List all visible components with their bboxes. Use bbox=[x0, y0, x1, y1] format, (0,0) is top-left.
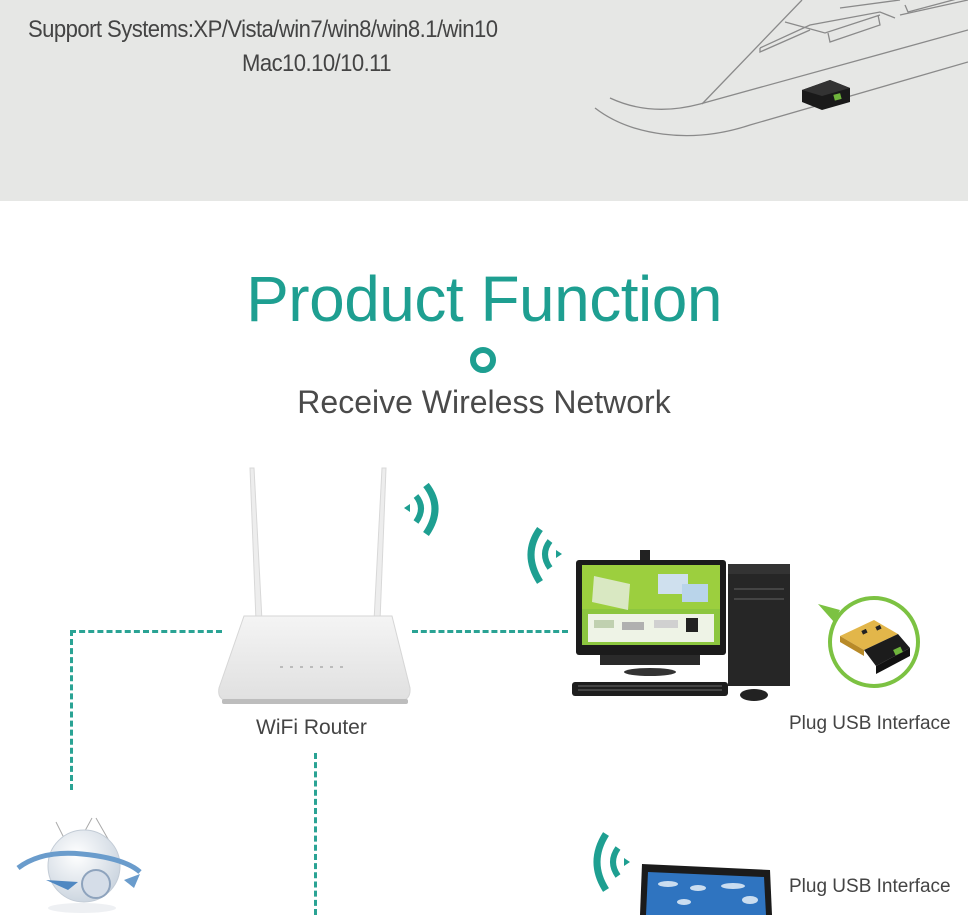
wifi-signal-icon bbox=[400, 482, 446, 540]
internet-globe-icon bbox=[12, 808, 148, 915]
desktop-usb-label: Plug USB Interface bbox=[789, 713, 951, 734]
support-systems-mac-text: Mac10.10/10.11 bbox=[242, 50, 392, 77]
laptop-usb-label: Plug USB Interface bbox=[789, 876, 951, 897]
laptop-icon bbox=[638, 862, 776, 915]
usb-adapter-callout bbox=[816, 592, 928, 692]
desktop-pc-icon bbox=[570, 550, 798, 705]
support-systems-banner: Support Systems:XP/Vista/win7/win8/win8.… bbox=[0, 0, 968, 201]
ring-divider-icon bbox=[470, 347, 496, 373]
usb-adapter-icon bbox=[802, 80, 850, 110]
connector-line-internet-router bbox=[70, 630, 222, 633]
router-icon bbox=[214, 466, 414, 711]
laptop-usb-illustration bbox=[580, 0, 968, 160]
connector-line-router-desktop bbox=[412, 630, 568, 633]
wifi-signal-icon-laptop bbox=[586, 830, 632, 894]
wifi-signal-icon-desktop bbox=[520, 524, 566, 586]
support-systems-text: Support Systems:XP/Vista/win7/win8/win8.… bbox=[28, 16, 498, 43]
section-subtitle: Receive Wireless Network bbox=[297, 384, 671, 420]
section-title: Product Function bbox=[246, 263, 722, 335]
router-label: WiFi Router bbox=[256, 716, 367, 739]
connector-line-router-down bbox=[314, 753, 317, 915]
connector-line-internet-vertical bbox=[70, 630, 73, 790]
usb-adapter-icon bbox=[840, 620, 910, 674]
